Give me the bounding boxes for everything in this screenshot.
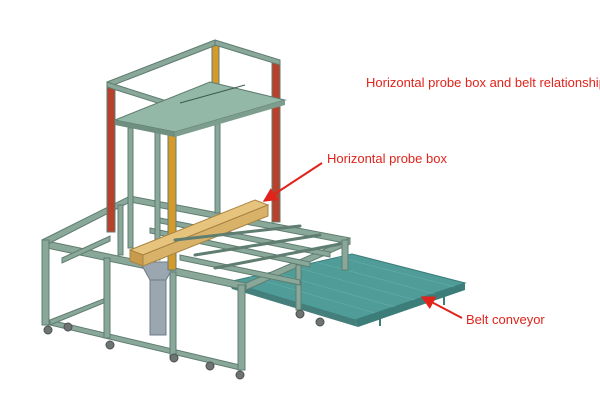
probe-box-arrow: [262, 162, 323, 202]
belt-conveyor-label: Belt conveyor: [466, 312, 545, 327]
upper-platform: [113, 81, 287, 137]
caster-wheels: [43, 309, 325, 380]
probe-box-label: Horizontal probe box: [327, 151, 447, 166]
roller-bars: [173, 224, 342, 270]
support-column: [139, 261, 177, 336]
top-frame: [106, 39, 281, 108]
belt-conveyor-arrow: [420, 296, 463, 319]
diagram-title: Horizontal probe box and belt relationsh…: [366, 75, 600, 90]
